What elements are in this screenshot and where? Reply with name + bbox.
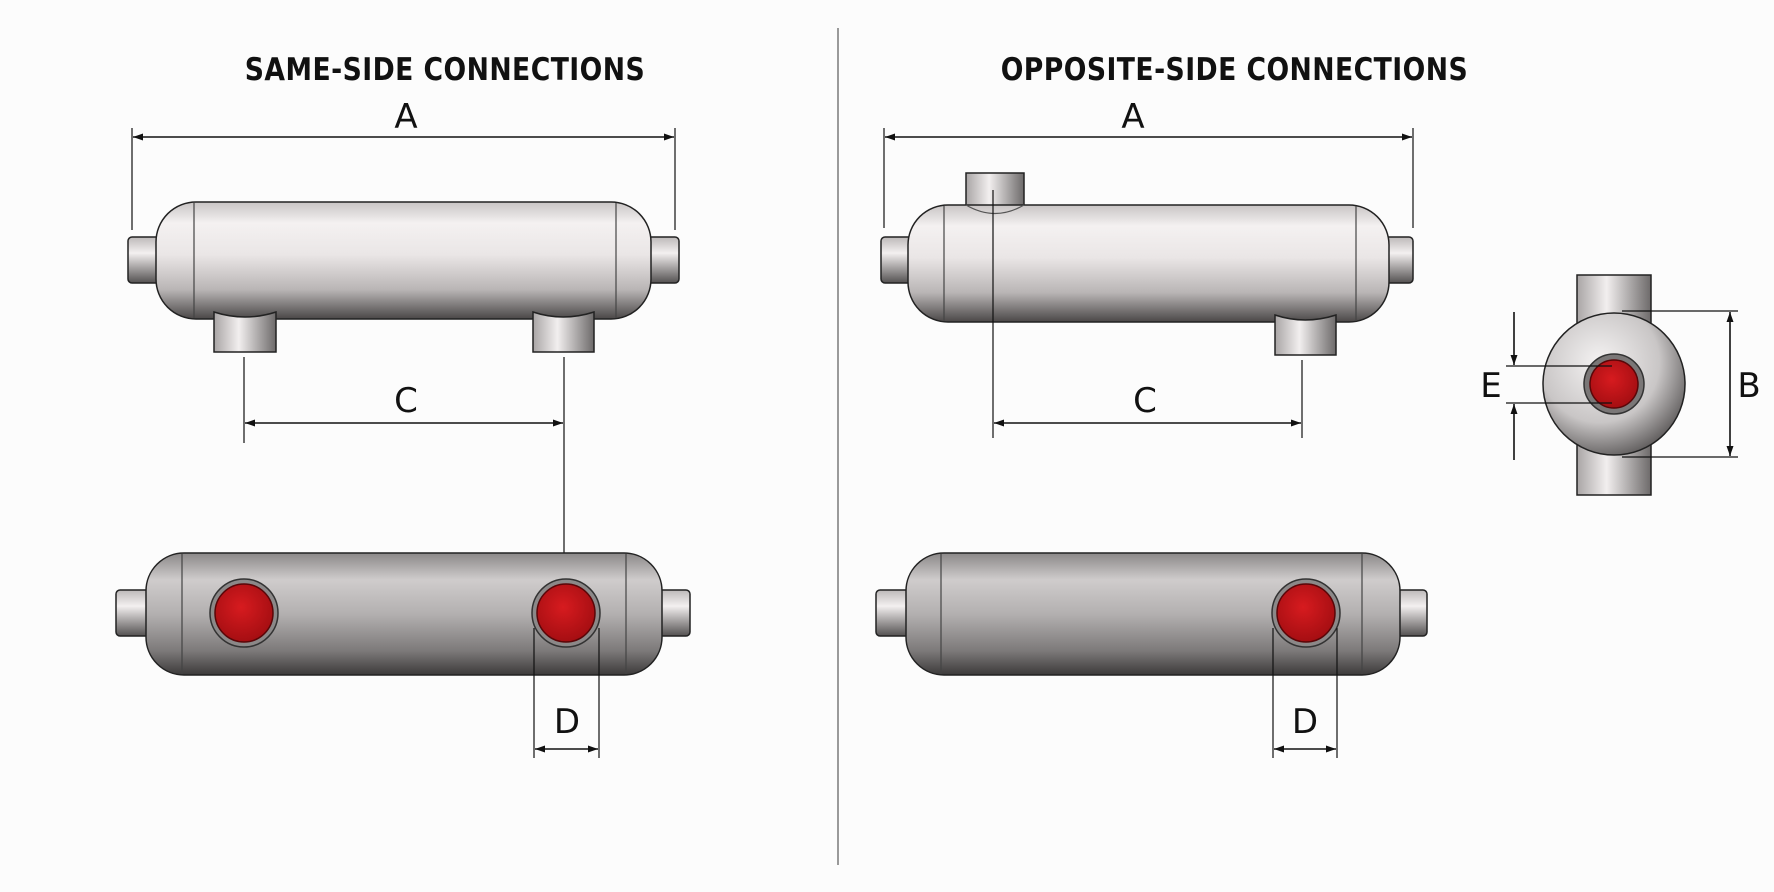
end-view-dimension-e: E: [1480, 312, 1612, 460]
shell-body: [145, 552, 663, 676]
shell-body: [907, 204, 1390, 323]
side-port-nozzle-1: [213, 310, 277, 353]
shell-body: [155, 201, 652, 320]
side-port-nozzle-2: [532, 310, 595, 353]
same-side-side-view: [127, 201, 680, 353]
dim-c-label: C: [1133, 381, 1157, 421]
same-side-dimension-c: C: [243, 357, 565, 570]
dim-c-label: C: [394, 381, 418, 421]
dim-a-label: A: [394, 97, 417, 137]
bottom-port-nozzle: [1274, 313, 1337, 356]
opposite-side-side-view: [880, 172, 1414, 356]
opposite-side-dimension-a: A: [883, 97, 1414, 228]
top-port-weld: [965, 204, 1025, 214]
opposite-side-dimension-c: C: [992, 190, 1303, 438]
end-view: [1542, 274, 1686, 496]
dim-d-label: D: [554, 702, 580, 742]
dim-d-label: D: [1292, 702, 1318, 742]
opposite-side-bottom-view: [875, 552, 1428, 676]
opposite-side-title: OPPOSITE-SIDE CONNECTIONS: [1000, 52, 1469, 88]
dim-e-label: E: [1480, 366, 1501, 406]
dim-a-label: A: [1121, 97, 1144, 137]
dim-b-label: B: [1737, 366, 1760, 406]
red-port-1: [214, 583, 274, 643]
same-side-dimension-a: A: [131, 97, 676, 230]
opposite-side-dimension-d: D: [1272, 628, 1338, 758]
red-port-2: [536, 583, 596, 643]
end-view-red-port: [1589, 359, 1639, 409]
same-side-dimension-d: D: [533, 628, 600, 758]
same-side-title: SAME-SIDE CONNECTIONS: [244, 52, 646, 88]
end-view-dimension-b: B: [1622, 310, 1761, 458]
shell-body: [905, 552, 1401, 676]
red-port: [1276, 583, 1336, 643]
same-side-bottom-view: [115, 552, 691, 676]
